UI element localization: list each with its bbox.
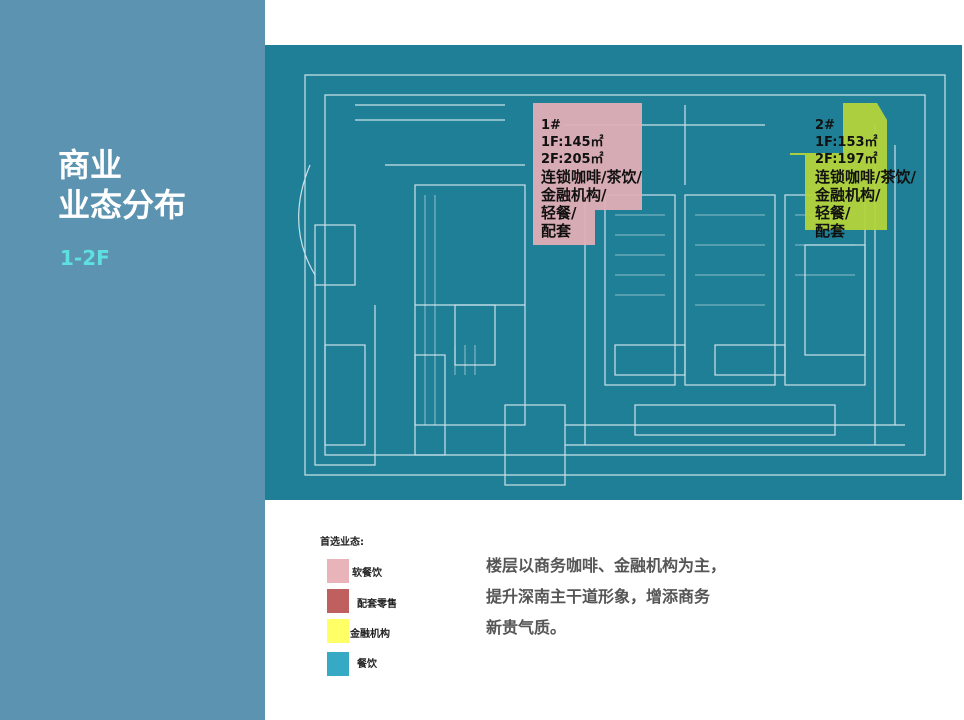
zone-use: 配套 (815, 222, 846, 240)
zone-id: 2# (815, 118, 835, 133)
legend-label: 金融机构 (350, 629, 390, 640)
sidebar: 商业业态分布 1-2F (0, 0, 265, 720)
description-text: 楼层以商务咖啡、金融机构为主， 提升深南主干道形象，增添商务 新贵气质。 (486, 556, 727, 637)
floor-plan: 1# 1F:145㎡ 2F:205㎡ 连锁咖啡/茶饮/ 金融机构/ 轻餐/ 配套… (265, 45, 962, 500)
zone-2-label: 2# 1F:153㎡ 2F:197㎡ 连锁咖啡/茶饮/ 金融机构/ 轻餐/ 配套 (815, 117, 916, 240)
zone-1f-area: 1F:145㎡ (541, 135, 604, 150)
zone-use: 金融机构/ (541, 186, 607, 204)
zone-1-area (533, 103, 642, 245)
zone-2f-area: 2F:197㎡ (815, 152, 878, 167)
legend-label: 配套零售 (357, 599, 397, 610)
zone-use: 连锁咖啡/茶饮/ (541, 168, 642, 186)
legend-label: 软餐饮 (352, 568, 382, 579)
zone-1f-area: 1F:153㎡ (815, 135, 878, 150)
legend-swatch-finance (327, 619, 349, 643)
zone-1-label: 1# 1F:145㎡ 2F:205㎡ 连锁咖啡/茶饮/ 金融机构/ 轻餐/ 配套 (541, 117, 642, 240)
legend-swatch-light-dining (327, 559, 349, 583)
zone-id: 1# (541, 118, 561, 133)
title-line-1: 商业 (58, 146, 123, 184)
zone-use: 轻餐/ (541, 204, 577, 222)
zone-use: 金融机构/ (815, 186, 881, 204)
zone-highlights (533, 103, 887, 245)
zone-2f-area: 2F:205㎡ (541, 152, 604, 167)
title-line-2: 业态分布 (58, 186, 187, 224)
zone-2-area (790, 103, 887, 230)
floor-label: 1-2F (60, 246, 110, 270)
legend-swatch-dining (327, 652, 349, 676)
zone-use: 连锁咖啡/茶饮/ (815, 168, 916, 186)
legend-label: 餐饮 (357, 659, 377, 670)
zone-use: 轻餐/ (815, 204, 851, 222)
zone-use: 配套 (541, 222, 572, 240)
floor-plan-drawing (298, 74, 946, 486)
legend-swatch-retail (327, 589, 349, 613)
page-title: 商业业态分布 (58, 145, 186, 225)
legend-title: 首选业态: (320, 537, 364, 548)
